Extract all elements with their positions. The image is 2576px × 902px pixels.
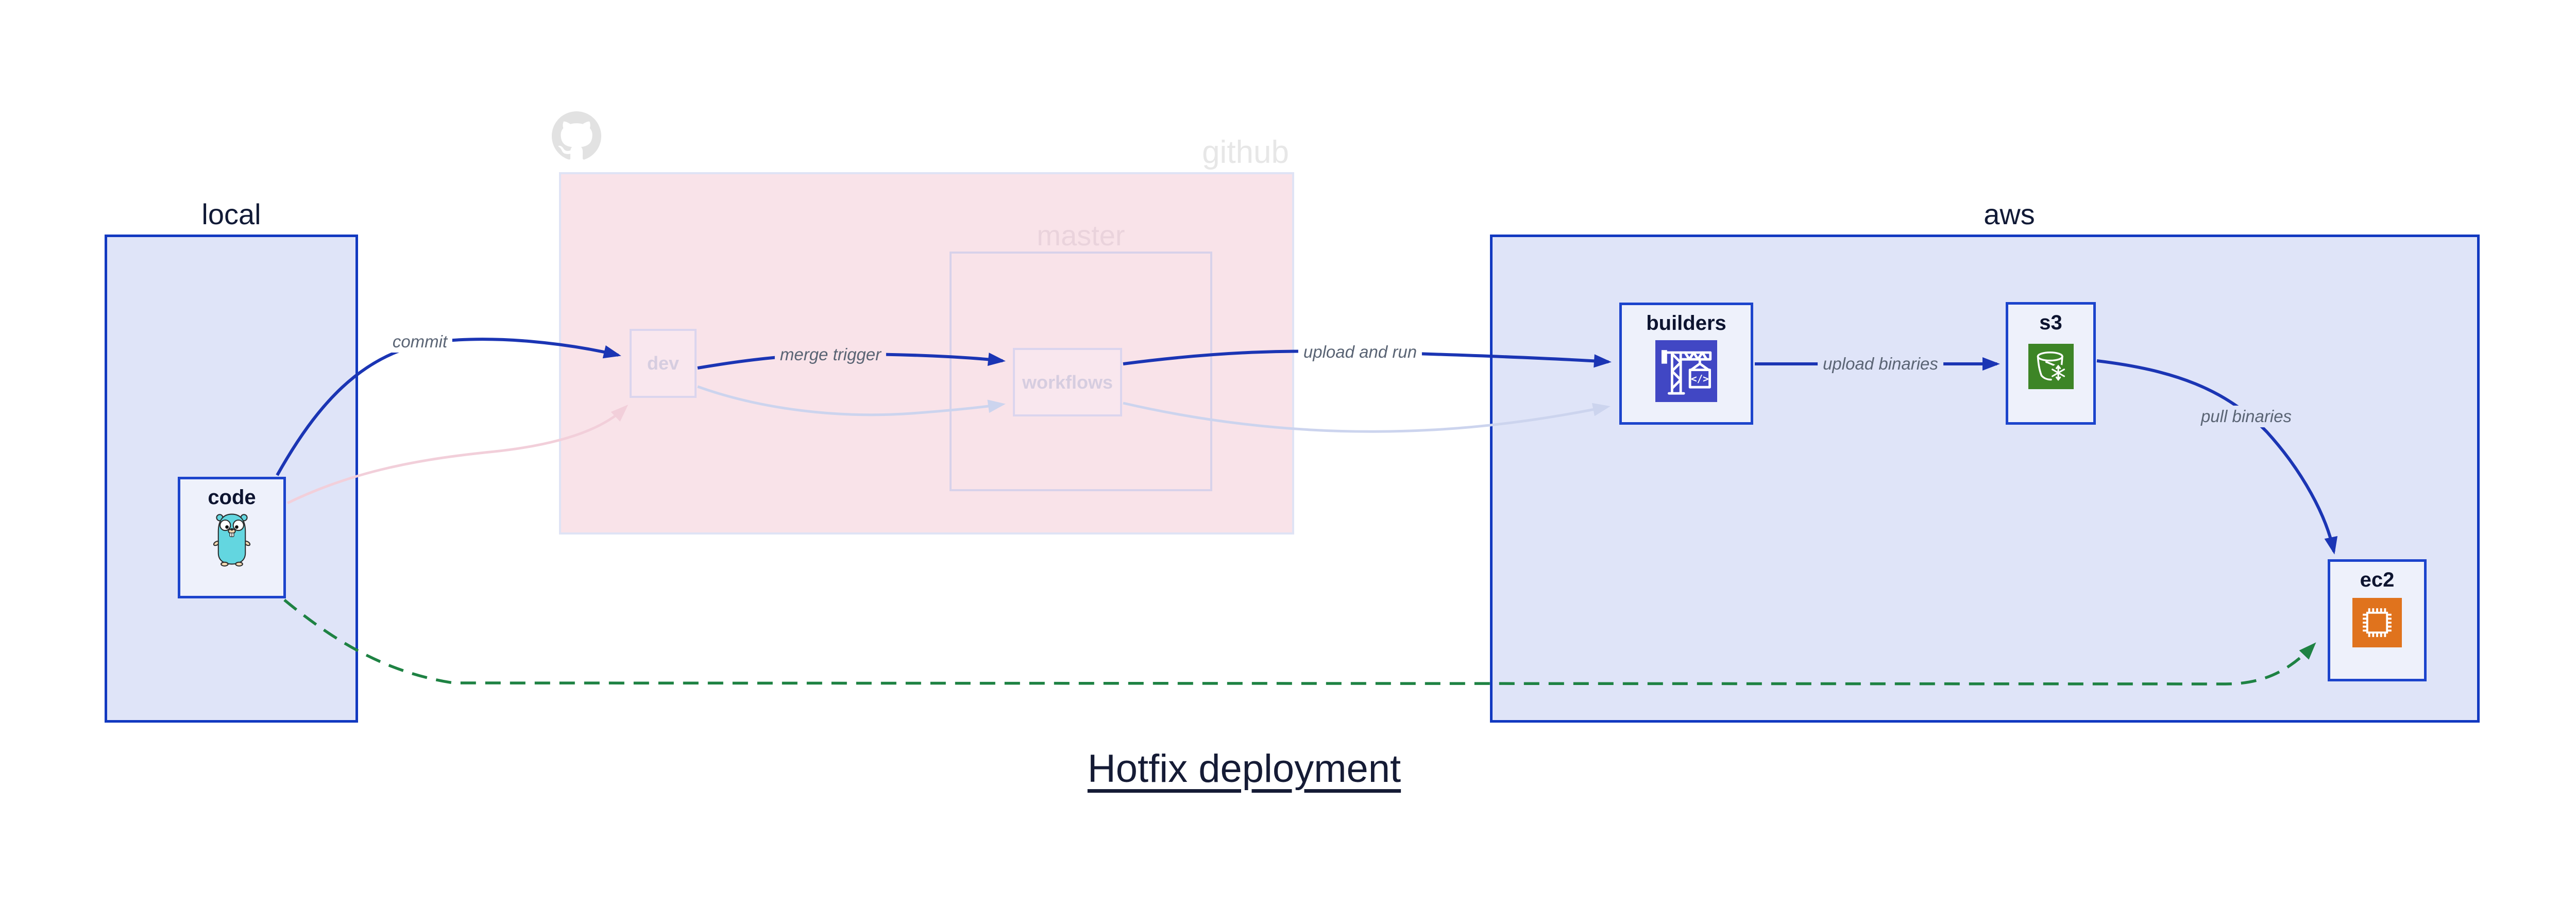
go-gopher-icon <box>213 513 251 567</box>
node-builders: builders </> <box>1619 303 1753 425</box>
code-glyph: </> <box>1691 373 1709 385</box>
edge-label-merge-trigger: merge trigger <box>774 344 887 365</box>
diagram-title: Hotfix deployment <box>1087 747 1401 791</box>
github-group-label: github <box>1202 135 1289 170</box>
node-builders-label: builders <box>1646 312 1726 335</box>
node-s3-label: s3 <box>2039 311 2062 334</box>
node-dev: dev <box>630 329 697 398</box>
aws-group-label: aws <box>1984 198 2035 230</box>
aws-codebuild-icon: </> <box>1655 340 1717 402</box>
node-code: code <box>178 477 286 598</box>
edge-label-upload-binaries: upload binaries <box>1818 353 1943 375</box>
node-s3: s3 <box>2006 302 2096 425</box>
master-group-label: master <box>1037 219 1125 252</box>
node-code-label: code <box>208 486 256 509</box>
group-master <box>950 252 1212 491</box>
node-dev-label: dev <box>647 353 680 374</box>
aws-s3-glacier-icon <box>2028 344 2074 389</box>
node-ec2-label: ec2 <box>2360 569 2395 591</box>
edge-label-upload-and-run: upload and run <box>1298 341 1422 363</box>
node-workflows: workflows <box>1013 348 1122 416</box>
node-ec2: ec2 <box>2328 559 2427 681</box>
edge-label-pull-binaries: pull binaries <box>2195 406 2297 427</box>
edge-label-commit: commit <box>387 331 453 353</box>
aws-ec2-icon <box>2352 598 2402 647</box>
github-octocat-icon <box>552 111 601 160</box>
node-workflows-label: workflows <box>1022 371 1113 393</box>
local-group-label: local <box>201 198 261 230</box>
